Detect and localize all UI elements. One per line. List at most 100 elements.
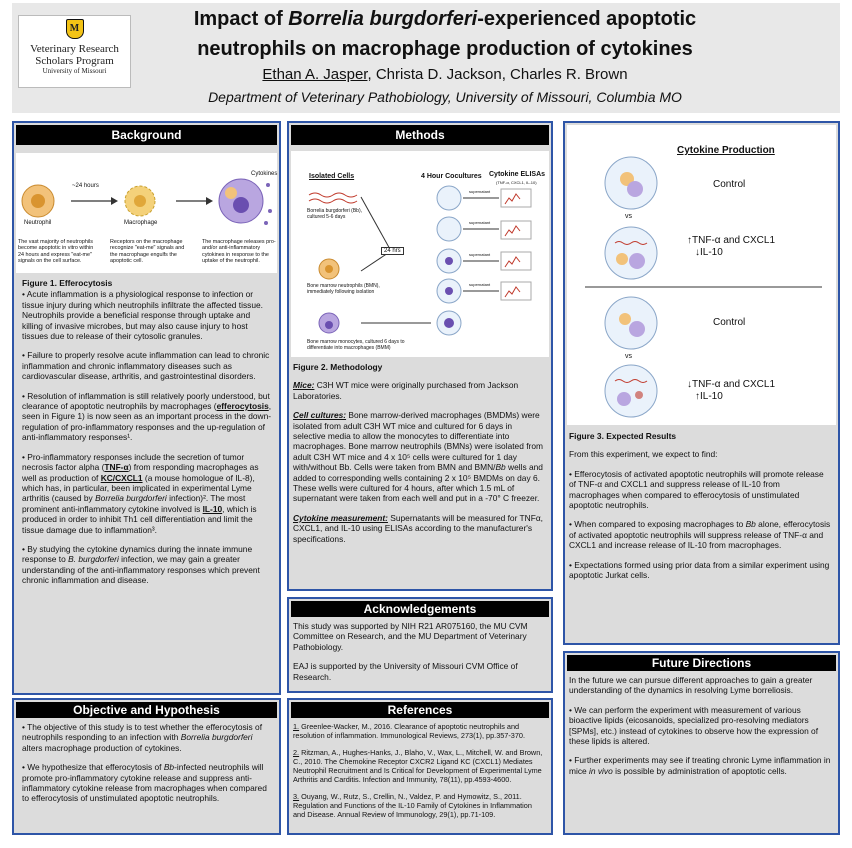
references-heading: References [291, 702, 549, 718]
p5-text-a: • By studying the cytokine dynamics duri… [22, 543, 253, 565]
ack-paragraph-1: This study was supported by NIH R21 AR07… [293, 621, 528, 652]
future-p3-italic: in vivo [589, 765, 613, 776]
acknowledgements-panel: Acknowledgements This study was supporte… [287, 597, 553, 693]
p3-text: • Resolution of inflammation is still re… [22, 390, 270, 412]
methodology-figure: Isolated Cells 4 Hour Cocultures Cytokin… [291, 151, 549, 357]
reference-1: 1. Greenlee-Wacker, M., 2016. Clearance … [293, 722, 545, 740]
reference-3-number: 3. [293, 792, 300, 801]
future-paragraph-3: • Further experiments may see if treatin… [569, 755, 832, 776]
future-p3-text-a: • Further experiments may see if treatin… [569, 755, 831, 776]
background-paragraph-3: • Resolution of inflammation is still re… [22, 391, 273, 443]
title-text: Impact of [193, 8, 289, 30]
supernatant-label-3: supernatant [469, 252, 491, 257]
p4-text-e: (a mouse homologue of IL-8), which has, … [22, 472, 255, 504]
ack-paragraph-2: EAJ is supported by the University of Mi… [293, 661, 518, 682]
measurement-paragraph: Cytokine measurement: Supernatants will … [293, 513, 545, 544]
cytokines-label: Cytokines [251, 171, 278, 177]
methods-body: Figure 2. Methodology Mice: C3H WT mice … [289, 357, 551, 544]
reference-2-text: Ritzman, A., Hughes-Hanks, J., Blaho, V.… [293, 748, 543, 784]
elisa-sublabel: (TNF-α, CXCL1, IL-10) [496, 180, 537, 185]
cell-cultures-species: Bb [495, 462, 506, 473]
hypothesis-paragraph: • We hypothesize that efferocytosis of B… [22, 762, 273, 804]
figure-1-caption-b: Receptors on the macrophage recognize "e… [110, 239, 185, 264]
obj-text-c: alters macrophage production of cytokine… [22, 742, 182, 753]
cytokine-production-figure: Cytokine Production Control vs ↑TNF-α an… [567, 125, 836, 425]
il10-term: IL-10 [202, 503, 223, 514]
first-author: Ethan A. Jasper [262, 66, 368, 83]
expected-bullet-3: • Expectations formed using prior data f… [569, 559, 830, 581]
future-paragraph-1: In the future we can pursue different ap… [569, 675, 813, 696]
efferocytosis-diagram [21, 178, 272, 225]
obj-species: Borrelia burgdorferi [180, 732, 253, 743]
figure-3-heading: Cytokine Production [677, 145, 775, 156]
p4-text-a: • Pro-inflammatory responses include the… [22, 451, 245, 473]
objective-body: • The objective of this study is to test… [14, 718, 279, 804]
references-list: 1. Greenlee-Wacker, M., 2016. Clearance … [289, 718, 551, 819]
cell-cultures-paragraph: Cell cultures: Bone marrow-derived macro… [293, 410, 545, 504]
neutrophil-label: Neutrophil [24, 220, 52, 226]
department: Department of Veterinary Pathobiology, U… [208, 89, 682, 105]
macrophage-label: Macrophage [124, 220, 158, 226]
poster-title-line-1: Impact of Borrelia burgdorferi-experienc… [140, 6, 750, 32]
methods-panel: Methods [287, 121, 553, 591]
vs-label-2: vs [625, 353, 632, 360]
p5-text-c: infection, we may gain a greater underst… [22, 554, 260, 586]
arrow-label: ~24 hours [72, 183, 99, 189]
tnf-down-label: ↓TNF-α and CXCL1 [687, 379, 776, 390]
obj-text-a: • The objective of this study is to test… [22, 722, 263, 743]
co-authors: , Christa D. Jackson, Charles R. Brown [367, 66, 628, 83]
expected-bullet-2: • When compared to exposing macrophages … [569, 519, 832, 550]
future-directions-heading: Future Directions [567, 655, 836, 671]
expected-results-body: Figure 3. Expected Results From this exp… [565, 425, 838, 580]
exp-b2-text-a: • When compared to exposing macrophages … [569, 519, 746, 530]
expected-results-panel: Cytokine Production Control vs ↑TNF-α an… [563, 121, 840, 645]
mice-label: Mice: [293, 380, 315, 391]
reference-1-text: Greenlee-Wacker, M., 2016. Clearance of … [293, 722, 525, 740]
control-label-2: Control [713, 317, 746, 328]
hyp-text-a: • We hypothesize that efferocytosis of [22, 762, 164, 773]
reference-2-number: 2. [293, 748, 300, 757]
poster-title-line-2: neutrophils on macrophage production of … [197, 38, 693, 60]
figure-2-title: Figure 2. Methodology [293, 362, 383, 372]
efferocytosis-figure: ~24 hours Neutrophil Macrophage Cytokine… [16, 153, 277, 273]
reference-3: 3. Ouyang, W., Rutz, S., Crellin, N., Va… [293, 792, 545, 819]
il10-down-label: ↓IL-10 [695, 247, 723, 258]
title-italic: Borrelia burgdorferi [288, 8, 478, 30]
elisa-label: Cytokine ELISAs [489, 171, 546, 178]
p4-text-c: ) from responding macrophages as well as… [22, 462, 259, 483]
future-directions-body: In the future we can pursue different ap… [565, 671, 838, 776]
background-paragraph-1: • Acute inflammation is a physiological … [22, 289, 263, 342]
reference-2: 2. Ritzman, A., Hughes-Hanks, J., Blaho,… [293, 748, 545, 784]
acknowledgements-heading: Acknowledgements [291, 601, 549, 617]
title-text-end: -experienced apoptotic [477, 8, 697, 30]
methods-heading: Methods [291, 125, 549, 145]
background-heading: Background [16, 125, 277, 145]
hyp-text-c: -infected neutrophils will promote pro-i… [22, 762, 267, 804]
cell-cultures-text: Bone marrow-derived macrophages (BMDMs) … [293, 410, 543, 473]
bmm-label: Bone marrow monocytes, cultured 6 days t… [307, 339, 405, 351]
acknowledgements-body: This study was supported by NIH R21 AR07… [289, 617, 551, 682]
objective-panel: Objective and Hypothesis • The objective… [12, 698, 281, 835]
p4-text-g: infection)². The most prominent anti-inf… [22, 493, 246, 514]
exp-b2-species: Bb [745, 519, 756, 530]
bb-label: Borrelia burgdorferi (Bb), cultured 5-6 … [307, 208, 363, 220]
expected-intro: From this experiment, we expect to find: [569, 449, 718, 460]
university-logo: M Veterinary Research Scholars Program U… [18, 15, 131, 88]
background-paragraph-5: • By studying the cytokine dynamics duri… [22, 544, 273, 586]
background-panel: Background ~24 hours Neutrophil Macropha… [12, 121, 281, 695]
cell-cultures-label: Cell cultures: [293, 410, 347, 421]
p4-text-i: , which is produced in order to inhibit … [22, 503, 257, 535]
kc-cxcl1-term: KC/CXCL1 [100, 472, 143, 483]
isolated-cells-label: Isolated Cells [309, 173, 355, 180]
hours-box: 24 hrs [381, 247, 404, 255]
future-directions-panel: Future Directions In the future we can p… [563, 651, 840, 835]
poster-header [12, 3, 840, 113]
mice-text: C3H WT mice were originally purchased fr… [293, 380, 519, 401]
figure-1-caption-c: The macrophage releases pro- and/or anti… [202, 239, 276, 264]
il10-up-label: ↑IL-10 [695, 391, 723, 402]
control-label-1: Control [713, 179, 746, 190]
objective-heading: Objective and Hypothesis [16, 702, 277, 718]
cell-cultures-text-2: wells and added to corresponding wells c… [293, 462, 543, 504]
measurement-text: Supernatants will be measured for TNFα, … [293, 512, 543, 544]
mizzou-shield-icon: M [65, 19, 84, 39]
